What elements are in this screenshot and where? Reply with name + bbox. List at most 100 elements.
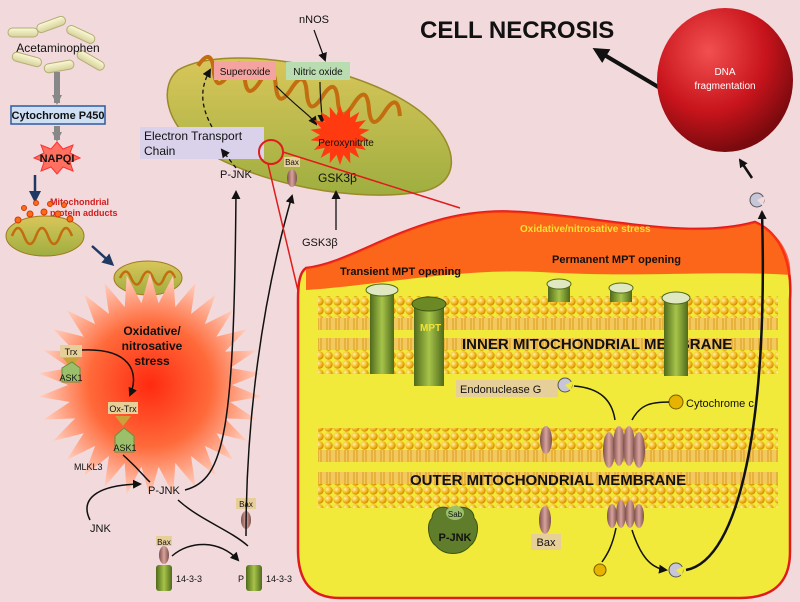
line-pore-to-cytc <box>601 527 617 563</box>
arrow-trx-oxidation <box>81 349 137 397</box>
arrow-nitric-oxide <box>317 81 327 124</box>
protein-1433-b-label: 14-3-3 <box>266 574 292 584</box>
sab-label: Sab <box>448 510 463 519</box>
pjnk-top-label: P-JNK <box>220 169 252 181</box>
arrow-1433-release <box>171 543 240 562</box>
mpt-channel-permanent-2 <box>608 282 634 302</box>
title: CELL NECROSIS <box>420 17 614 44</box>
mpt-channel-main <box>411 296 447 386</box>
sab-pjnk-complex <box>428 506 478 554</box>
superoxide-box <box>214 62 276 80</box>
cyp450-box <box>10 105 106 125</box>
oxidative-label-1: Oxidative/ <box>123 324 181 338</box>
ask1-shape-a <box>61 361 81 383</box>
arrow-pore-to-endoG <box>631 529 668 574</box>
ask1-label-a: ASK1 <box>59 373 82 383</box>
arrow-pjnk-phospho <box>177 499 249 547</box>
nitric-oxide-box <box>286 62 350 80</box>
arrow-etc-superoxide <box>202 68 213 128</box>
bax-inset-box <box>531 534 561 550</box>
outer-membrane-label: OUTER MITOCHONDRIAL MEMBRANE <box>410 472 686 489</box>
etc-label-2: Chain <box>144 144 175 158</box>
permanent-mpt-label: Permanent MPT opening <box>552 254 681 266</box>
mpt-channel-permanent-3 <box>661 291 691 376</box>
bax-inset-shape <box>539 506 551 534</box>
gsk3b-b-label: GSK3β <box>302 237 338 249</box>
peroxynitrite-label: Peroxynitrite <box>318 138 374 149</box>
ox-trx-box <box>108 402 138 414</box>
endonuclease-g-released-icon <box>668 562 684 578</box>
endonuclease-g-icon-top <box>749 192 765 208</box>
inset-stress-band <box>306 211 791 290</box>
arrow-endoG-to-dna <box>738 158 754 179</box>
inset-stress-label: Oxidative/nitrosative stress <box>520 224 651 235</box>
bax-bottom-box <box>156 536 172 546</box>
bax-top-box <box>284 157 300 167</box>
cytochrome-c-released-icon <box>593 563 607 577</box>
nnos-label: nNOS <box>299 14 329 26</box>
line-endoG-to-pore <box>573 385 616 421</box>
ask1-label-b: ASK1 <box>113 443 136 453</box>
bax-bottom-shape <box>159 546 169 564</box>
cytochrome-c-icon <box>668 394 684 410</box>
mpt-channel-transient <box>365 283 399 374</box>
cytochrome-c-label: Cytochrome c <box>686 398 754 410</box>
ox-trx-label: Ox-Trx <box>109 404 137 414</box>
acetaminophen-label: Acetaminophen <box>16 41 99 55</box>
napqi-label: NAPQI <box>40 153 75 165</box>
line-ask1-to-pjnk <box>122 454 151 483</box>
dna-sphere <box>657 8 793 152</box>
endonuclease-g-icon <box>557 377 573 393</box>
napqi-burst <box>32 141 82 175</box>
pjnk-left-label: P-JNK <box>148 485 180 497</box>
dna-label-1: DNA <box>714 67 735 78</box>
mlkl3-label: MLKL3 <box>74 462 103 472</box>
protein-1433-b-shape <box>246 565 262 591</box>
bax-top-shape <box>287 169 297 187</box>
nitric-oxide-label: Nitric oxide <box>293 67 343 78</box>
cyp450-label: Cytochrome P450 <box>12 110 105 122</box>
peroxynitrite-burst <box>310 105 370 165</box>
adducts-label-2: protein adducts <box>50 208 118 218</box>
arrow-superoxide <box>275 85 318 126</box>
endonuclease-box <box>456 380 558 397</box>
adducts-label-1: Mitochondrial <box>50 197 109 207</box>
transient-mpt-label: Transient MPT opening <box>340 266 461 278</box>
etc-box <box>140 127 264 159</box>
p-label: P <box>238 574 244 584</box>
arrow-pjnk-to-mito <box>184 190 241 491</box>
bax-pore-lower <box>607 500 644 528</box>
bax-inset-label: Bax <box>537 537 556 549</box>
ask1-shape-b <box>114 427 135 453</box>
arrow-bax-to-mito <box>245 194 295 537</box>
protein-1433-a-label: 14-3-3 <box>176 574 202 584</box>
line-cytc-to-pore <box>631 401 670 421</box>
bax-pore-upper <box>603 426 645 468</box>
gsk3b-a-label: GSK3β <box>318 171 357 185</box>
protein-1433-a-shape <box>156 565 172 591</box>
arrow-nnos <box>313 29 327 62</box>
inner-membrane-label: INNER MITOCHONDRIAL MEMBRANE <box>462 336 732 353</box>
bax-bottom-label: Bax <box>157 538 171 547</box>
arrow-dna-to-necrosis <box>592 47 662 90</box>
arrow-pjnk-etc <box>220 148 237 169</box>
acetaminophen-pills <box>7 15 105 74</box>
mitochondrion-with-adducts <box>5 200 85 257</box>
pjnk-sab-label: P-JNK <box>438 532 471 544</box>
etc-label-1: Electron Transport <box>144 129 243 143</box>
trx-box <box>60 345 82 357</box>
ox-trx-triangle <box>115 416 131 426</box>
mpt-label: MPT <box>420 323 441 334</box>
arrow-jnk-to-pjnk <box>86 479 142 521</box>
zoom-line-top <box>282 151 461 209</box>
jnk-label: JNK <box>90 523 111 535</box>
superoxide-label: Superoxide <box>220 67 271 78</box>
trx-label: Trx <box>65 347 78 357</box>
endonuclease-label: Endonuclease G <box>460 384 541 396</box>
oxidative-label-2: nitrosative <box>122 339 183 353</box>
mpt-channel-permanent-1 <box>546 278 572 302</box>
bax-insert-top <box>540 426 552 454</box>
oxidative-label-3: stress <box>134 354 170 368</box>
